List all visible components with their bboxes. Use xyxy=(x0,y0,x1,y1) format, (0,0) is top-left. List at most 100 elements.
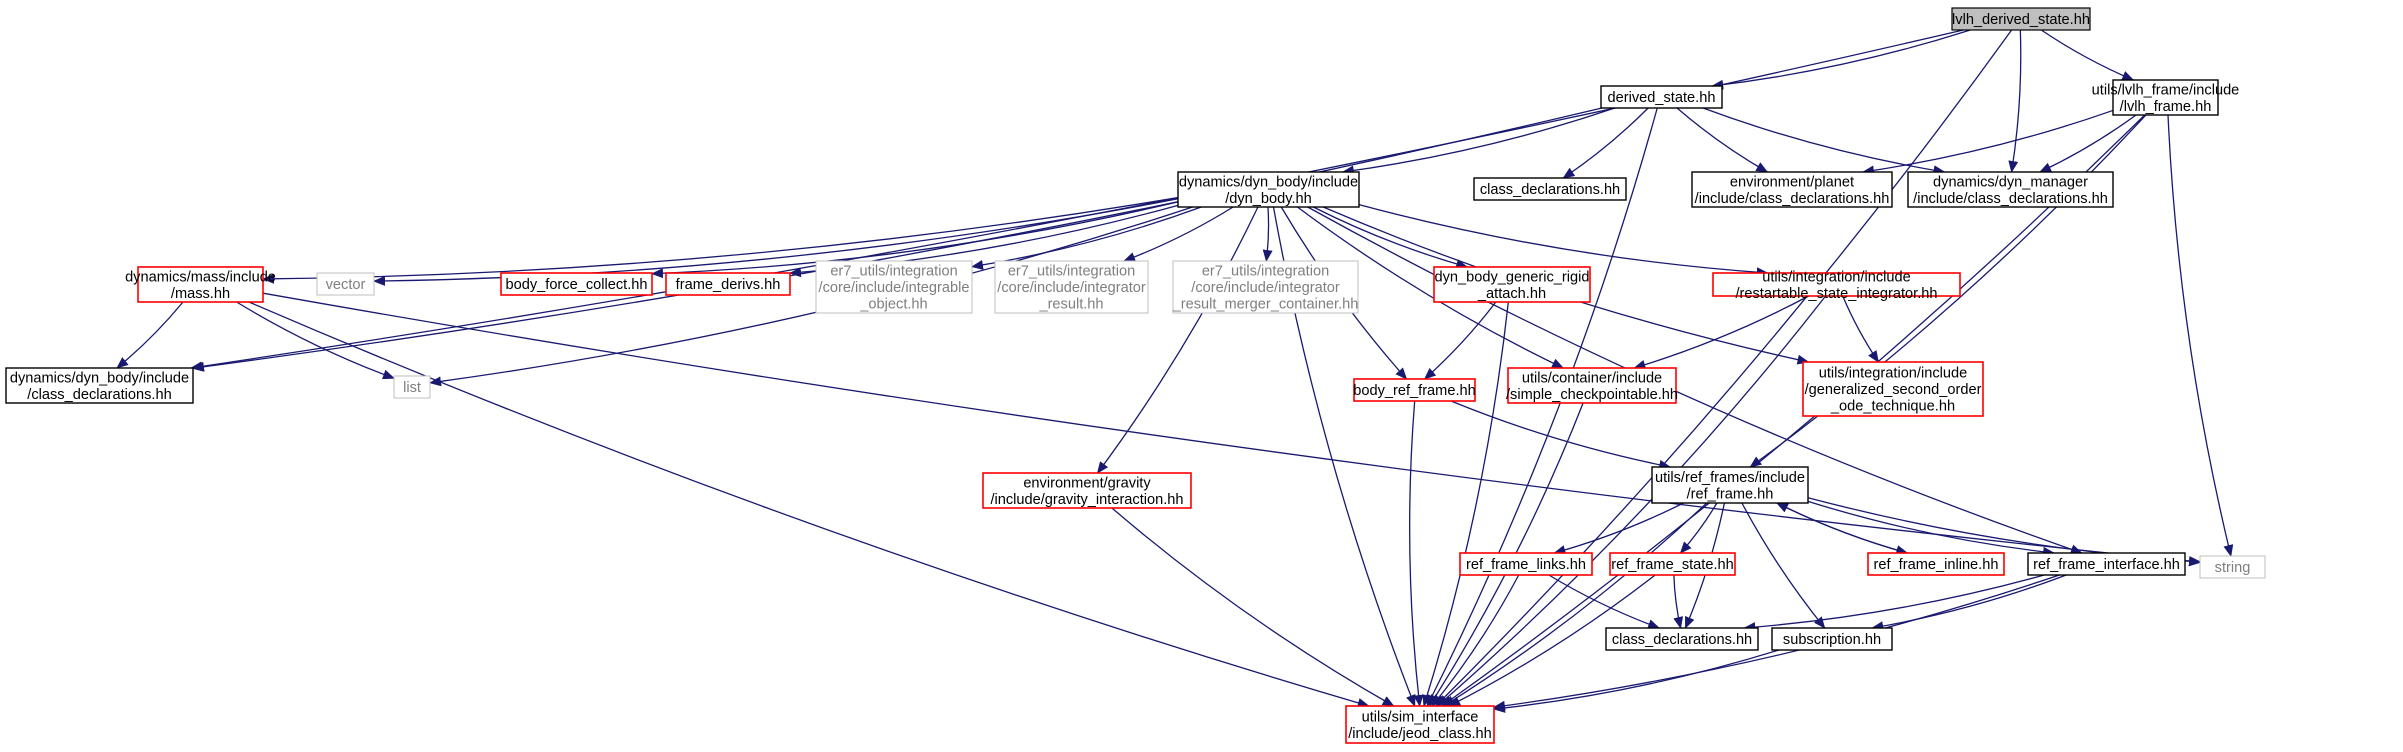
edge-lvlh-frame-to-planet-class-decl xyxy=(1862,109,2114,176)
node-label: body_force_collect.hh xyxy=(506,277,648,293)
node-box xyxy=(1609,552,1736,576)
node-lvlh-frame[interactable]: utils/lvlh_frame/include/lvlh_frame.hh xyxy=(2092,79,2240,116)
edge-lvlh-frame-to-ref-frame xyxy=(1749,114,2147,468)
node-label: utils/lvlh_frame/include xyxy=(2092,82,2240,98)
node-ref-frame-inline[interactable]: ref_frame_inline.hh xyxy=(1867,552,2005,576)
node-body-force-collect[interactable]: body_force_collect.hh xyxy=(500,272,653,296)
node-box xyxy=(1605,627,1759,651)
node-label: utils/integration/include xyxy=(1762,269,1910,285)
node-dyn-manager-class-decl[interactable]: dynamics/dyn_manager/include/class_decla… xyxy=(1907,171,2114,208)
edge-ref-frame-links-to-jeod-class xyxy=(1431,574,1520,707)
edge-ref-frame-links-to-class-declarations-bottom xyxy=(1548,574,1661,629)
node-box xyxy=(1433,266,1591,303)
edge-restartable-state-integrator-to-jeod-class xyxy=(1436,295,1827,707)
node-box xyxy=(1771,627,1893,651)
node-ref-frame-interface[interactable]: ref_frame_interface.hh xyxy=(2027,552,2186,576)
node-integrator-result[interactable]: er7_utils/integration/core/include/integ… xyxy=(994,260,1149,314)
node-box xyxy=(2027,552,2186,576)
node-box xyxy=(1172,260,1359,314)
node-box xyxy=(1600,85,1723,109)
node-label: /lvlh_frame.hh xyxy=(2120,99,2212,115)
node-label: er7_utils/integration xyxy=(1202,264,1329,280)
node-string[interactable]: string xyxy=(2199,555,2266,579)
node-integrable-object[interactable]: er7_utils/integration/core/include/integ… xyxy=(815,260,973,314)
edge-dyn-body-to-mass xyxy=(262,196,1179,284)
node-restartable-state-integrator[interactable]: utils/integration/include/restartable_st… xyxy=(1712,269,1961,302)
node-box xyxy=(2112,79,2219,116)
node-derived-state[interactable]: derived_state.hh xyxy=(1600,85,1723,109)
node-box xyxy=(316,272,375,296)
node-label: dynamics/dyn_body/include xyxy=(10,370,189,386)
edge-lvlh-derived-state-to-derived-state xyxy=(1711,29,1971,90)
node-vector[interactable]: vector xyxy=(316,272,375,296)
node-label: frame_derivs.hh xyxy=(676,277,781,293)
node-integrator-result-merger[interactable]: er7_utils/integration/core/include/integ… xyxy=(1172,260,1359,314)
edge-ref-frame-state-to-class-declarations-bottom xyxy=(1673,574,1684,629)
edge-ref-frame-to-string xyxy=(1807,497,2201,566)
node-ref-frame-state[interactable]: ref_frame_state.hh xyxy=(1609,552,1736,576)
edge-mass-to-dyn-body-class-decl xyxy=(116,301,184,369)
edge-ref-frame-to-ref-frame-inline xyxy=(1776,502,1909,555)
node-box xyxy=(1691,171,1893,208)
node-label: ref_frame_inline.hh xyxy=(1874,557,1999,573)
edge-lvlh-derived-state-to-lvlh-frame xyxy=(2040,29,2135,81)
edge-ref-frame-to-subscription xyxy=(1741,502,1826,629)
node-label: /include/class_declarations.hh xyxy=(1695,191,1890,207)
node-list[interactable]: list xyxy=(393,375,431,399)
node-box xyxy=(1651,466,1809,504)
edge-ref-frame-to-ref-frame-links xyxy=(1553,502,1684,555)
edge-derived-state-to-dyn-body-class-decl xyxy=(192,107,1603,372)
node-box xyxy=(1353,378,1476,402)
edge-gravity-interaction-to-jeod-class xyxy=(1111,507,1395,707)
node-label: utils/container/include xyxy=(1522,370,1662,386)
node-label: string xyxy=(2215,560,2251,576)
node-gravity-interaction[interactable]: environment/gravity/include/gravity_inte… xyxy=(982,472,1192,509)
edge-dyn-body-to-integrator-result-merger xyxy=(1262,206,1273,262)
node-simple-checkpointable[interactable]: utils/container/include/simple_checkpoin… xyxy=(1506,367,1678,404)
node-label: /core/include/integrable xyxy=(819,280,970,296)
edge-dyn-body-generic-rigid-attach-to-jeod-class xyxy=(1422,301,1509,707)
node-box xyxy=(982,472,1192,509)
edge-derived-state-to-planet-class-decl xyxy=(1676,107,1769,173)
node-planet-class-decl[interactable]: environment/planet/include/class_declara… xyxy=(1691,171,1893,208)
edge-dyn-body-to-body-force-collect xyxy=(651,201,1179,279)
node-label: /generalized_second_order xyxy=(1805,382,1982,398)
node-generalized-second-order[interactable]: utils/integration/include/generalized_se… xyxy=(1802,361,1984,417)
edge-restartable-state-integrator-to-simple-checkpointable xyxy=(1633,295,1809,370)
node-box xyxy=(500,272,653,296)
node-label: _attach.hh xyxy=(1477,286,1546,302)
node-body-ref-frame[interactable]: body_ref_frame.hh xyxy=(1353,378,1476,402)
node-label: /ref_frame.hh xyxy=(1687,486,1774,502)
node-class-declarations-top[interactable]: class_declarations.hh xyxy=(1473,177,1627,201)
node-label: _result_merger_container.hh xyxy=(1172,297,1359,313)
node-box xyxy=(1907,171,2114,208)
node-dyn-body-generic-rigid-attach[interactable]: dyn_body_generic_rigid_attach.hh xyxy=(1433,266,1591,303)
edge-dyn-body-to-dyn-body-generic-rigid-attach xyxy=(1313,206,1469,269)
node-mass[interactable]: dynamics/mass/include/mass.hh xyxy=(125,266,276,303)
node-label: ref_frame_interface.hh xyxy=(2033,557,2180,573)
edge-lvlh-derived-state-to-jeod-class xyxy=(1435,29,2013,707)
node-label: /class_declarations.hh xyxy=(27,387,171,403)
node-label: er7_utils/integration xyxy=(1008,264,1135,280)
node-ref-frame[interactable]: utils/ref_frames/include/ref_frame.hh xyxy=(1651,466,1809,504)
node-frame-derivs[interactable]: frame_derivs.hh xyxy=(665,272,791,296)
node-label: /include/class_declarations.hh xyxy=(1913,191,2108,207)
node-subscription[interactable]: subscription.hh xyxy=(1771,627,1893,651)
node-class-declarations-bottom[interactable]: class_declarations.hh xyxy=(1605,627,1759,651)
node-lvlh-derived-state[interactable]: lvlh_derived_state.hh xyxy=(1951,7,2091,31)
edge-lvlh-frame-to-string xyxy=(2167,114,2234,557)
node-dyn-body-class-decl[interactable]: dynamics/dyn_body/include/class_declarat… xyxy=(5,367,194,404)
node-label: /simple_checkpointable.hh xyxy=(1506,387,1678,403)
edge-dyn-body-to-restartable-state-integrator xyxy=(1358,204,1769,278)
node-label: /mass.hh xyxy=(171,286,230,302)
edge-lvlh-derived-state-to-dyn-manager-class-decl xyxy=(2008,29,2022,173)
node-jeod-class[interactable]: utils/sim_interface/include/jeod_class.h… xyxy=(1345,705,1495,744)
node-label: utils/sim_interface xyxy=(1362,709,1479,725)
node-ref-frame-links[interactable]: ref_frame_links.hh xyxy=(1459,552,1593,576)
node-label: lvlh_derived_state.hh xyxy=(1952,12,2090,28)
edge-mass-to-jeod-class xyxy=(248,301,1370,708)
node-box xyxy=(1802,361,1984,417)
edge-ref-frame-to-jeod-class xyxy=(1443,502,1708,707)
node-dyn-body[interactable]: dynamics/dyn_body/include/dyn_body.hh xyxy=(1177,171,1360,208)
